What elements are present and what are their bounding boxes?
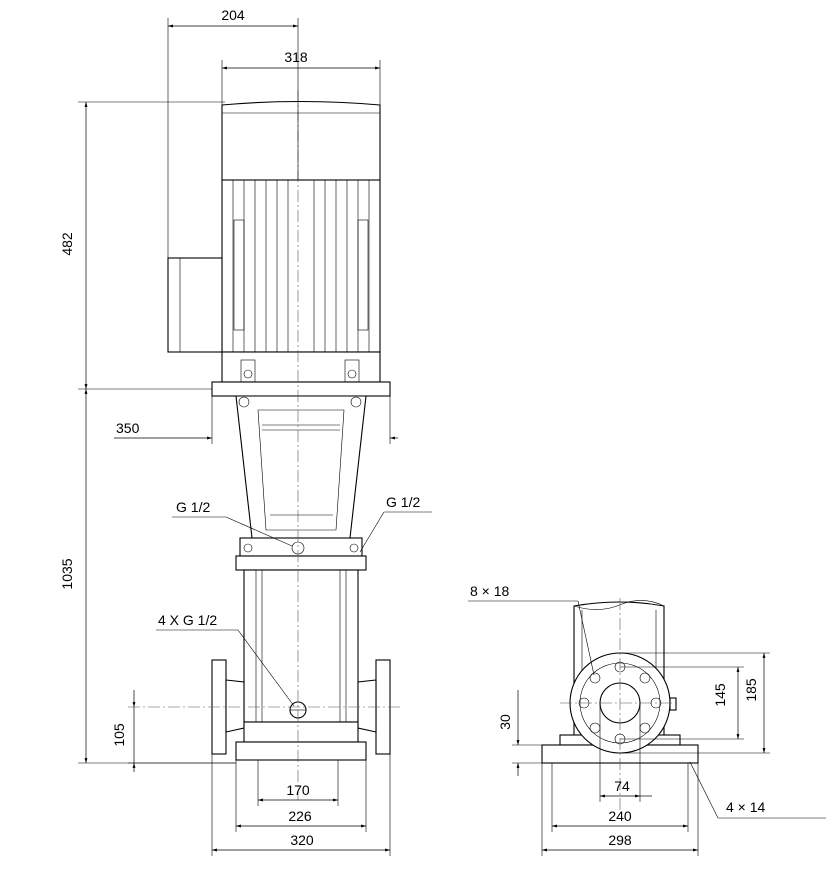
dim-motor-height: 482 <box>59 101 225 390</box>
pipe-flanges <box>211 659 391 755</box>
callout-vent-left: G 1/2 <box>172 499 293 547</box>
dim-label-318: 318 <box>284 49 308 65</box>
dim-label-30: 30 <box>497 714 513 730</box>
dim-label-226: 226 <box>288 808 312 824</box>
dim-label-204: 204 <box>221 7 245 23</box>
callout-base-holes: 4 × 14 <box>689 761 826 819</box>
dim-coupling-width: 350 <box>114 396 398 444</box>
callout-drain: 4 X G 1/2 <box>156 612 295 707</box>
motor-stool <box>235 395 367 539</box>
dim-base-outer: 320 <box>211 754 391 856</box>
callout-label-drain: 4 X G 1/2 <box>158 612 217 628</box>
callout-label-vent-right: G 1/2 <box>386 494 420 510</box>
dim-label-74: 74 <box>614 778 630 794</box>
callout-label-base-holes: 4 × 14 <box>726 799 766 815</box>
dim-label-298: 298 <box>608 832 632 848</box>
dim-base-mid: 226 <box>235 760 367 832</box>
pump-sleeve <box>243 569 359 723</box>
dim-label-350: 350 <box>116 420 140 436</box>
dim-side-base-outer: 298 <box>541 763 699 856</box>
callout-label-flange-holes: 8 × 18 <box>470 583 510 599</box>
dim-side-base-height: 30 <box>497 690 542 776</box>
dim-label-320: 320 <box>290 832 314 848</box>
dim-label-482: 482 <box>59 232 75 256</box>
motor-body <box>221 179 381 353</box>
motor-fan-cover <box>221 100 381 181</box>
dim-top-offset: 204 <box>167 7 299 258</box>
motor-stool-flange <box>211 351 391 397</box>
dim-flange-outer: 185 <box>620 652 770 754</box>
callout-label-vent-left: G 1/2 <box>176 499 210 515</box>
pump-base <box>235 721 367 761</box>
dim-base-inner: 170 <box>257 760 339 806</box>
callout-vent-right: G 1/2 <box>359 494 432 553</box>
dim-label-145: 145 <box>712 683 728 707</box>
dim-side-base-inner: 240 <box>551 763 689 832</box>
dim-port-height: 105 <box>111 690 236 772</box>
dim-label-240: 240 <box>608 808 632 824</box>
dim-label-170: 170 <box>286 782 310 798</box>
callout-flange-holes: 8 × 18 <box>468 583 595 676</box>
dim-label-1035: 1035 <box>59 558 75 589</box>
front-view: 204 318 482 1035 350 <box>59 7 432 856</box>
dim-label-105: 105 <box>111 723 127 747</box>
dim-bolt-circle: 145 <box>620 666 744 740</box>
dim-label-185: 185 <box>743 678 759 702</box>
dim-port-bore: 74 <box>599 703 652 802</box>
pump-head <box>235 537 367 571</box>
side-view: 30 145 185 74 240 <box>468 583 826 856</box>
dim-motor-width: 318 <box>221 49 381 105</box>
terminal-box <box>167 257 223 353</box>
